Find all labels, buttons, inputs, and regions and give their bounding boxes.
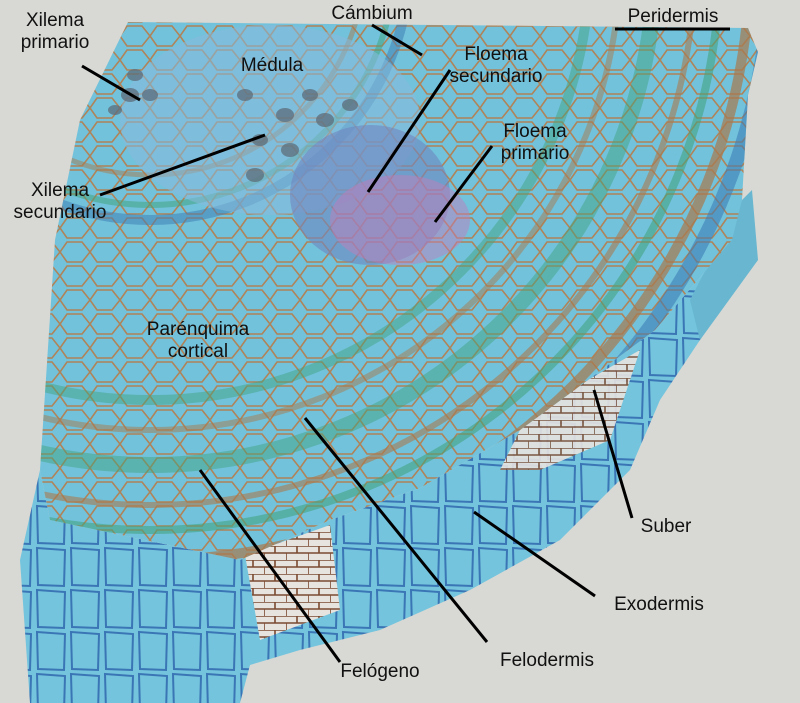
label-medula: Médula <box>240 55 304 76</box>
suber-layer <box>500 350 640 470</box>
right-edge <box>690 190 758 340</box>
label-peridermis: Peridermis <box>627 6 719 27</box>
label-parenquima-cortical: Parénquima cortical <box>146 319 250 362</box>
felogeno-notch <box>245 525 340 640</box>
label-floema-secundario: Floema secundario <box>449 44 543 87</box>
label-xilema-primario: Xilema primario <box>20 10 90 53</box>
label-floema-primario: Floema primario <box>500 121 570 164</box>
label-cambium: Cámbium <box>331 3 413 24</box>
label-lines <box>81 23 730 663</box>
label-xilema-secundario: Xilema secundario <box>13 180 107 223</box>
label-suber: Suber <box>640 516 692 537</box>
label-felogeno: Felógeno <box>340 661 420 682</box>
label-exodermis: Exodermis <box>614 594 704 615</box>
label-felodermis: Felodermis <box>500 650 594 671</box>
side-face <box>20 200 752 703</box>
